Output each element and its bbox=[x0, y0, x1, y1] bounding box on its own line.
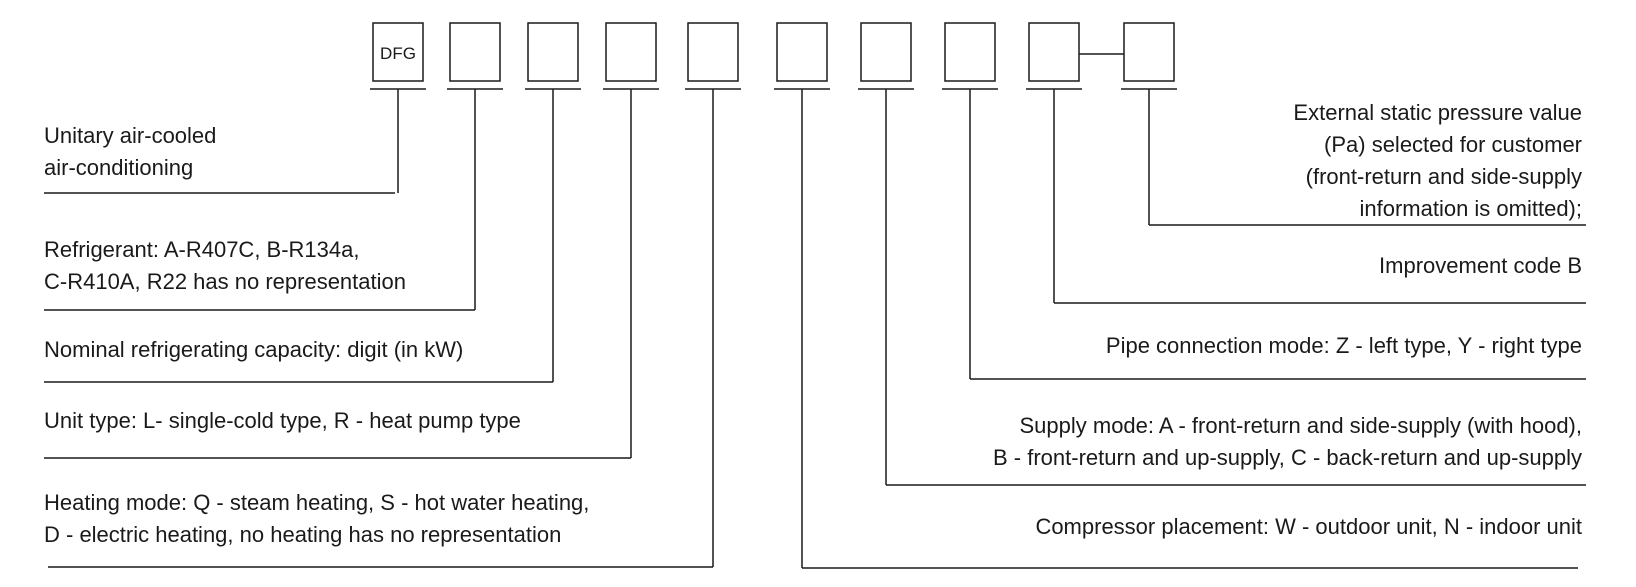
code-box-refrigerant bbox=[449, 22, 501, 82]
code-box-capacity bbox=[527, 22, 579, 82]
code-box-heating_mode bbox=[687, 22, 739, 82]
description-pipe_connection-line-1: Pipe connection mode: Z - left type, Y -… bbox=[1106, 333, 1582, 358]
code-box-supply_mode bbox=[860, 22, 912, 82]
description-static_pressure-line-2: (Pa) selected for customer bbox=[1324, 132, 1582, 157]
code-box-pipe_connection bbox=[944, 22, 996, 82]
description-supply_mode-line-1: Supply mode: A - front-return and side-s… bbox=[1019, 413, 1582, 438]
description-refrigerant-line-1: Refrigerant: A-R407C, B-R134a, bbox=[44, 237, 360, 262]
code-box-static_pressure bbox=[1123, 22, 1175, 82]
description-unit_type-line-1: Unit type: L- single-cold type, R - heat… bbox=[44, 408, 521, 433]
description-improvement-line-1: Improvement code B bbox=[1379, 253, 1582, 278]
description-static_pressure-line-1: External static pressure value bbox=[1293, 100, 1582, 125]
description-series-line-1: Unitary air-cooled bbox=[44, 123, 216, 148]
description-static_pressure-line-3: (front-return and side-supply bbox=[1306, 164, 1582, 189]
description-series-line-2: air-conditioning bbox=[44, 155, 193, 180]
code-box-compressor bbox=[776, 22, 828, 82]
code-box-unit_type bbox=[605, 22, 657, 82]
code-box-label-series: DFG bbox=[380, 44, 416, 63]
description-capacity-line-1: Nominal refrigerating capacity: digit (i… bbox=[44, 337, 463, 362]
description-compressor-line-1: Compressor placement: W - outdoor unit, … bbox=[1035, 514, 1582, 539]
description-supply_mode-line-2: B - front-return and up-supply, C - back… bbox=[993, 445, 1582, 470]
description-static_pressure-line-4: information is omitted); bbox=[1359, 196, 1582, 221]
code-box-improvement bbox=[1028, 22, 1080, 82]
description-refrigerant-line-2: C-R410A, R22 has no representation bbox=[44, 269, 406, 294]
description-heating_mode-line-1: Heating mode: Q - steam heating, S - hot… bbox=[44, 490, 589, 515]
code-box-series bbox=[372, 22, 424, 82]
description-heating_mode-line-2: D - electric heating, no heating has no … bbox=[44, 522, 561, 547]
